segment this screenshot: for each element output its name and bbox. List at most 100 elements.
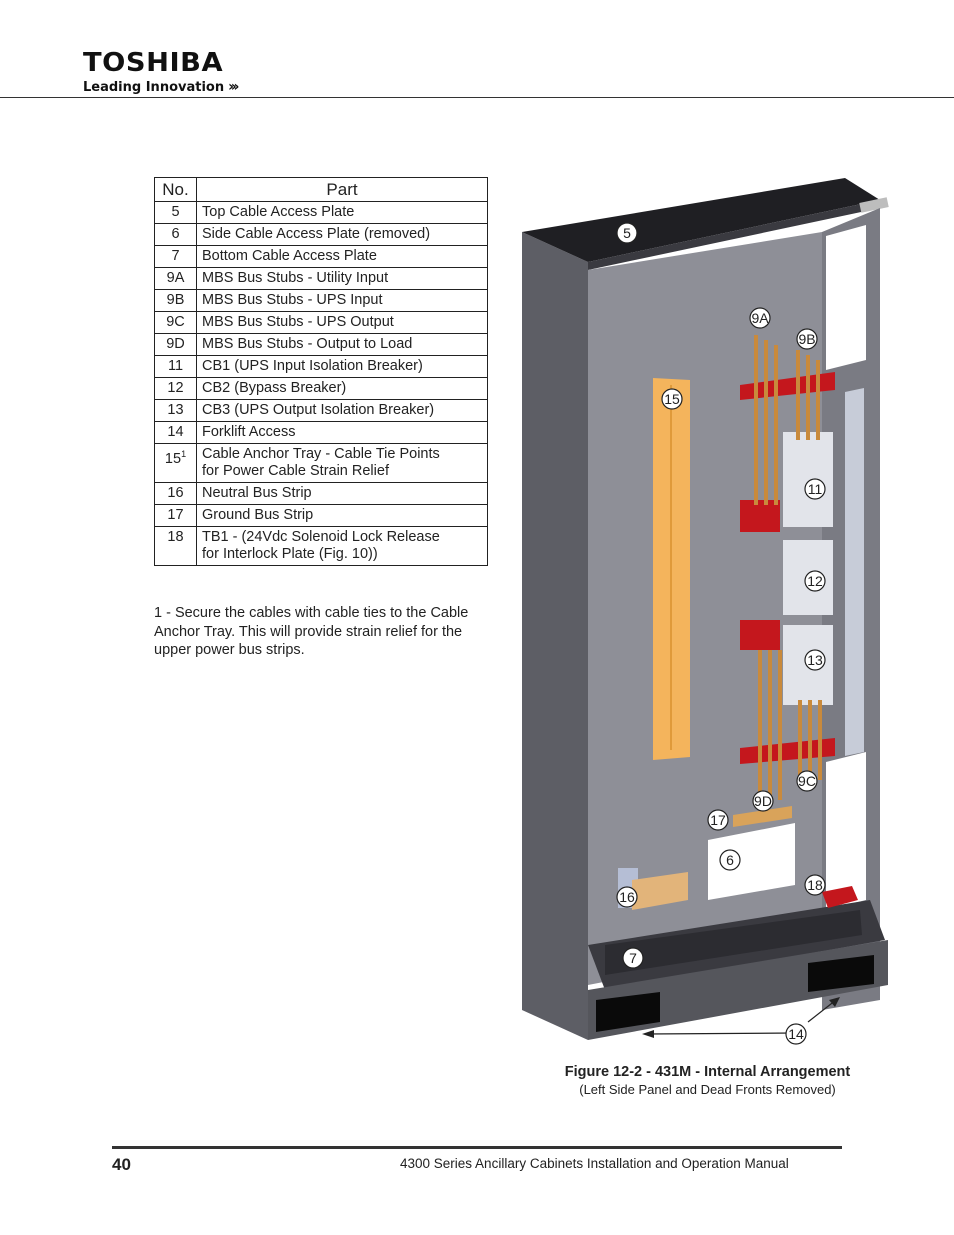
part-description-line2: for Power Cable Strain Relief: [202, 463, 389, 479]
table-row: 9C MBS Bus Stubs - UPS Output: [154, 311, 488, 334]
callout-circle: [752, 790, 774, 812]
figure-caption-title: Figure 12-2 - 431M - Internal Arrangemen…: [564, 1064, 851, 1080]
callout-label: 6: [726, 852, 734, 868]
callout-9d: 9D: [752, 790, 774, 812]
part-number-cell: 12: [154, 377, 197, 400]
part-number: 11: [167, 358, 184, 374]
part-description: Ground Bus Strip: [202, 507, 314, 523]
callout-label: 15: [664, 391, 680, 407]
callout-circle: [804, 649, 826, 671]
breaker-backplate: [845, 388, 864, 756]
part-description: Cable Anchor Tray - Cable Tie Points: [202, 446, 440, 462]
table-row: 9A MBS Bus Stubs - Utility Input: [154, 267, 488, 290]
red-block-mid: [740, 620, 780, 650]
callout-circle: [804, 478, 826, 500]
callout-9c: 9C: [796, 770, 818, 792]
callout-7: 7: [622, 947, 644, 969]
callout-13: 13: [804, 649, 826, 671]
callout-label: 14: [788, 1026, 804, 1042]
cabinet-top-edge: [588, 200, 880, 270]
part-description-cell: Top Cable Access Plate: [196, 201, 488, 224]
part-number-cell: 13: [154, 399, 197, 422]
figure-caption-subtitle: (Left Side Panel and Dead Fronts Removed…: [579, 1082, 836, 1097]
part-description: MBS Bus Stubs - Output to Load: [202, 336, 413, 352]
part-description-cell: CB1 (UPS Input Isolation Breaker): [196, 355, 488, 378]
part-description-cell: CB2 (Bypass Breaker): [196, 377, 488, 400]
callout-circle: [796, 770, 818, 792]
table-row: 5 Top Cable Access Plate: [154, 201, 488, 224]
footnote-marker: 1: [181, 449, 187, 459]
callout-circle: [707, 809, 729, 831]
column-header-no: No.: [154, 177, 197, 202]
callout-label: 16: [619, 889, 635, 905]
chevrons-icon: ›››: [228, 79, 239, 95]
part-description: Top Cable Access Plate: [202, 204, 355, 220]
table-row: 11 CB1 (UPS Input Isolation Breaker): [154, 355, 488, 378]
callout-label: 17: [710, 812, 726, 828]
part-number: 17: [167, 507, 184, 523]
part-number-cell: 6: [154, 223, 197, 246]
ground-bus-strip: [733, 806, 792, 827]
callout-label: 5: [623, 225, 631, 241]
red-block-top: [740, 500, 780, 532]
bottom-access-plate: [605, 910, 862, 975]
callout-9b: 9B: [796, 328, 818, 350]
side-access-opening: [708, 823, 795, 900]
cabinet-side-panel: [522, 232, 588, 1040]
column-header-part: Part: [196, 177, 488, 202]
table-row: 9D MBS Bus Stubs - Output to Load: [154, 333, 488, 356]
red-bar-top: [740, 372, 835, 400]
part-number: 9C: [166, 314, 185, 330]
part-description-line2: for Interlock Plate (Fig. 10)): [202, 546, 378, 562]
part-description-cell: Forklift Access: [196, 421, 488, 444]
part-number: 9A: [166, 270, 185, 286]
part-description-cell: CB3 (UPS Output Isolation Breaker): [196, 399, 488, 422]
part-description-cell: MBS Bus Stubs - UPS Output: [196, 311, 488, 334]
part-description: Forklift Access: [202, 424, 296, 440]
callout-label: 12: [807, 573, 823, 589]
callout-circle: [616, 886, 638, 908]
page-number: 40: [112, 1155, 131, 1174]
cabinet-top: [522, 178, 880, 262]
part-number-cell: 18: [154, 526, 197, 566]
part-number-cell: 16: [154, 482, 197, 505]
part-description-cell: MBS Bus Stubs - UPS Input: [196, 289, 488, 312]
table-header-row: No. Part: [154, 177, 488, 202]
part-description-cell: MBS Bus Stubs - Utility Input: [196, 267, 488, 290]
callout-circle: [616, 222, 638, 244]
breaker-cb1: [783, 432, 833, 527]
callout-17: 17: [707, 809, 729, 831]
part-number-cell: 151: [154, 443, 197, 483]
part-number: 18: [167, 529, 184, 545]
part-number-cell: 11: [154, 355, 197, 378]
callout-circle: [785, 1023, 807, 1045]
right-opening-top: [826, 225, 866, 370]
callout-circle: [749, 307, 771, 329]
forklift-arrow-right: [807, 999, 837, 1023]
callout-6: 6: [719, 849, 741, 871]
part-number: 9D: [166, 336, 185, 352]
right-opening-bottom: [826, 752, 866, 910]
part-description: Bottom Cable Access Plate: [202, 248, 377, 264]
callout-5: 5: [616, 222, 638, 244]
footer-divider: [112, 1146, 842, 1149]
callout-11: 11: [804, 478, 826, 500]
callout-9a: 9A: [749, 307, 771, 329]
part-description: CB3 (UPS Output Isolation Breaker): [202, 402, 435, 418]
part-number-cell: 9C: [154, 311, 197, 334]
table-row: 17 Ground Bus Strip: [154, 504, 488, 527]
tagline-text: Leading Innovation: [83, 80, 225, 95]
callout-label: 7: [629, 950, 637, 966]
part-number-cell: 5: [154, 201, 197, 224]
part-number: 12: [167, 380, 184, 396]
part-number-cell: 9B: [154, 289, 197, 312]
part-number: 6: [171, 226, 180, 242]
bus-stubs: [754, 335, 822, 800]
